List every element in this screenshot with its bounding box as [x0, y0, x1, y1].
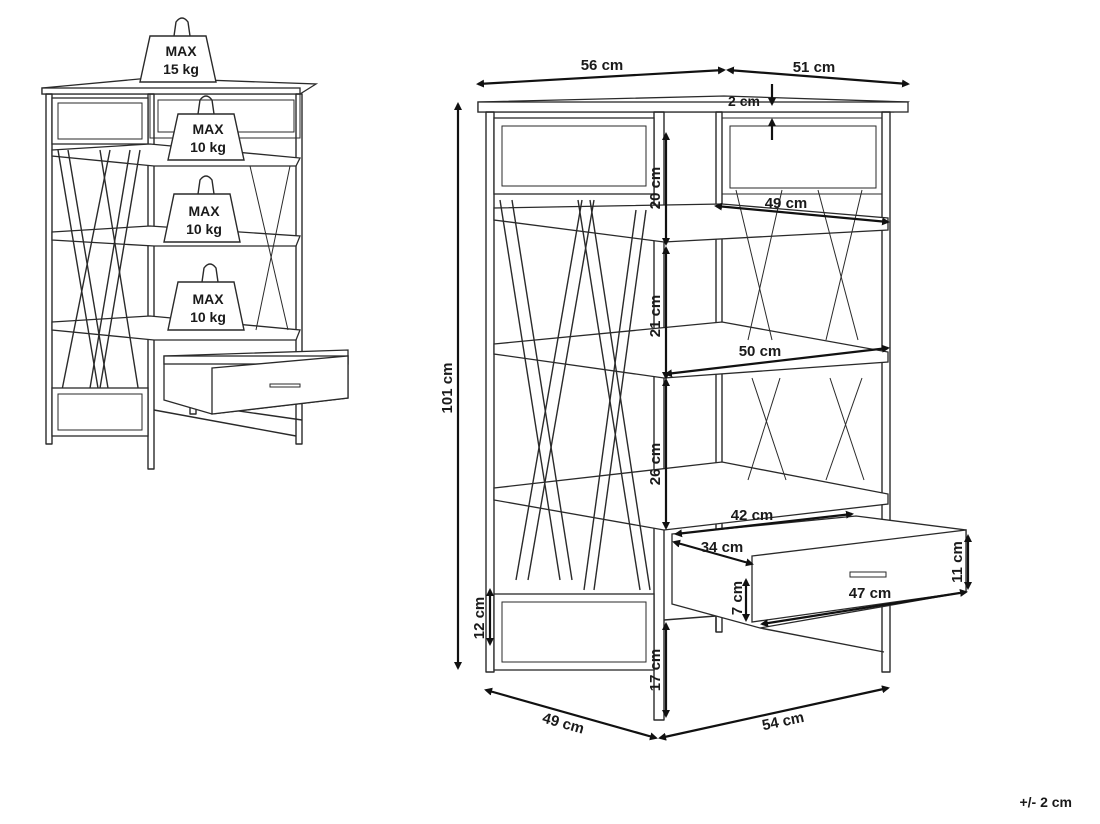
- weight-top-line2: 15 kg: [163, 61, 199, 77]
- tolerance-note: +/- 2 cm: [1019, 794, 1072, 810]
- dimension-lines: [454, 66, 972, 741]
- label-gap-bottom: 17 cm: [647, 649, 664, 692]
- label-shelf-depth-middle: 50 cm: [739, 343, 782, 360]
- label-base-width: 49 cm: [540, 710, 586, 738]
- label-top-thickness: 2 cm: [728, 93, 760, 109]
- label-gap-third: 26 cm: [647, 443, 664, 486]
- weight-shelf3: MAX 10 kg: [167, 263, 245, 331]
- weight-top-line1: MAX: [165, 43, 197, 59]
- weight-shelf2-line1: MAX: [188, 203, 220, 219]
- label-bottom-rail: 12 cm: [471, 597, 488, 640]
- weight-shelf1-line1: MAX: [192, 121, 224, 137]
- weight-shelf1-line2: 10 kg: [190, 139, 226, 155]
- weight-top: MAX 15 kg: [139, 17, 217, 83]
- label-shelf-depth-upper: 49 cm: [765, 195, 808, 212]
- label-drawer-inner-width: 34 cm: [701, 539, 744, 556]
- label-top-depth: 51 cm: [793, 59, 836, 76]
- small-shelf-illustration: [41, 77, 349, 470]
- weight-shelf2-line2: 10 kg: [186, 221, 222, 237]
- label-drawer-height-inner: 7 cm: [729, 581, 746, 615]
- label-gap-top: 20 cm: [647, 167, 664, 210]
- label-drawer-front-width: 47 cm: [849, 585, 892, 602]
- label-drawer-inner-depth: 42 cm: [731, 507, 774, 524]
- weight-shelf1: MAX 10 kg: [167, 95, 245, 161]
- label-top-width: 56 cm: [581, 57, 624, 74]
- label-height-total: 101 cm: [439, 363, 456, 414]
- label-gap-second: 21 cm: [647, 295, 664, 338]
- large-shelf-illustration: [477, 95, 967, 721]
- weight-shelf2: MAX 10 kg: [163, 175, 241, 243]
- label-drawer-height-outer: 11 cm: [949, 541, 966, 583]
- label-base-depth: 54 cm: [760, 709, 805, 734]
- weight-shelf3-line1: MAX: [192, 291, 224, 307]
- weight-shelf3-line2: 10 kg: [190, 309, 226, 325]
